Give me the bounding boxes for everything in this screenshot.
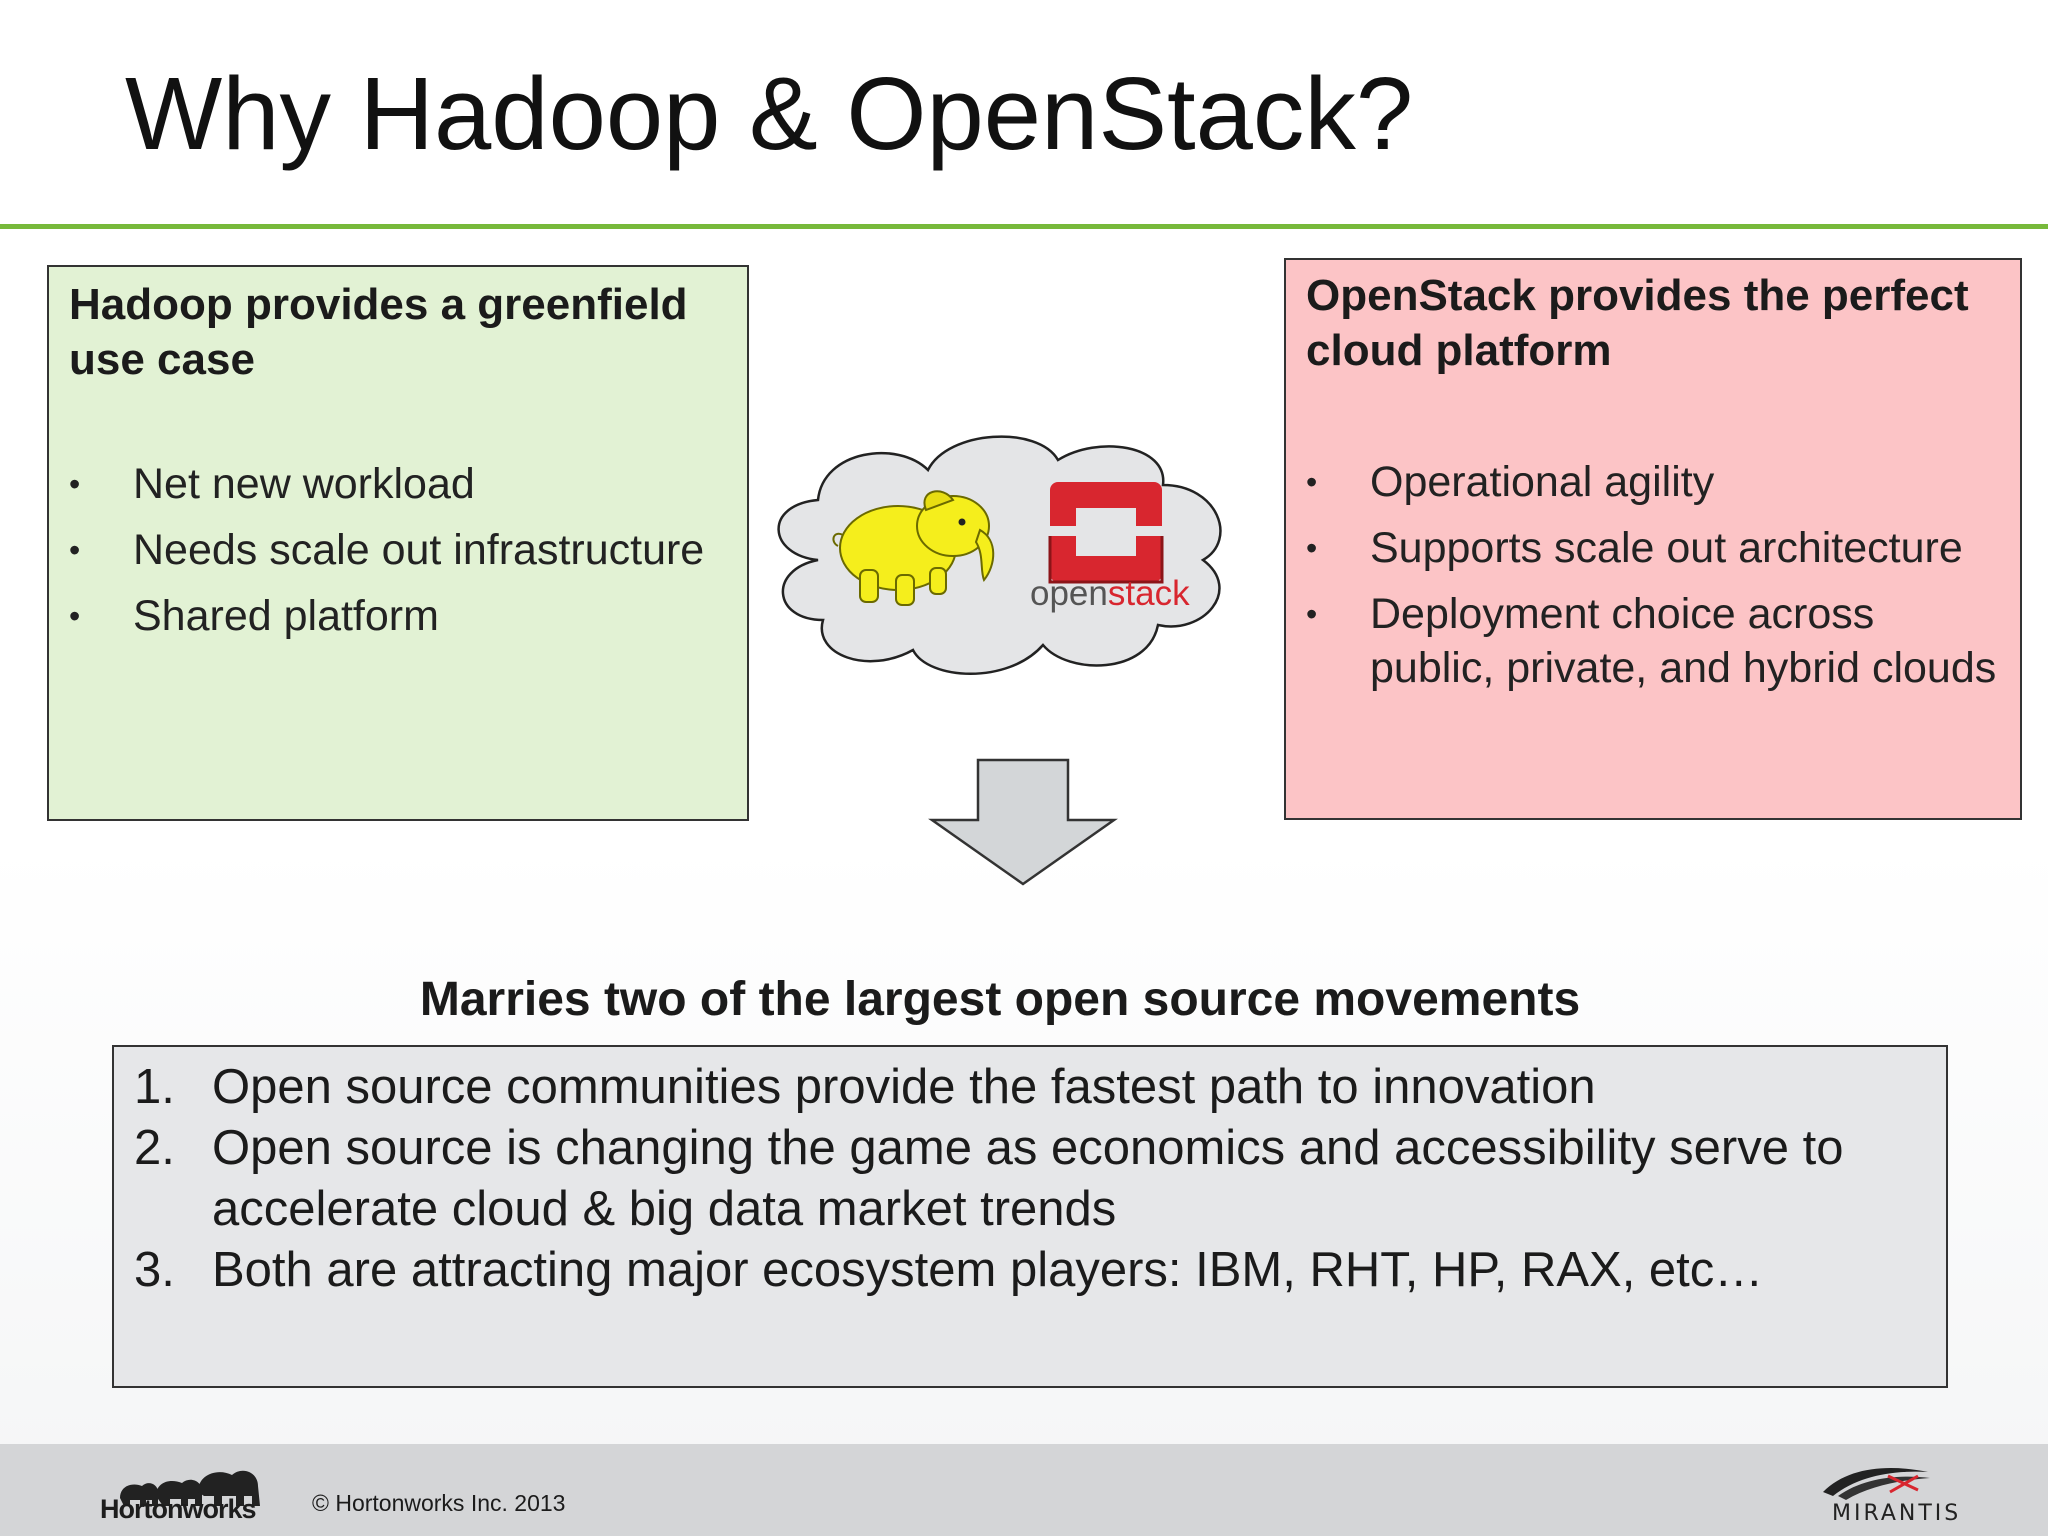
openstack-bullet-list: • Operational agility • Supports scale out… xyxy=(1306,455,2006,707)
slide-title: Why Hadoop & OpenStack? xyxy=(125,56,1414,171)
down-arrow-icon xyxy=(928,758,1118,886)
bullet-icon: • xyxy=(69,532,81,568)
bullet-icon: • xyxy=(1306,596,1318,632)
summary-list: 1. Open source communities provide the fa… xyxy=(134,1057,1924,1301)
list-item: • Deployment choice across public, privat… xyxy=(1306,587,2006,695)
list-item-text: Open source is changing the game as econ… xyxy=(212,1121,1844,1236)
list-item: • Needs scale out infrastructure xyxy=(69,523,729,577)
hortonworks-wordmark: Hortonworks xyxy=(100,1494,257,1524)
list-item-text: Shared platform xyxy=(133,592,439,640)
list-item: 3. Both are attracting major ecosystem pl… xyxy=(134,1240,1924,1301)
list-item: • Operational agility xyxy=(1306,455,2006,509)
list-item-text: Open source communities provide the fast… xyxy=(212,1060,1596,1114)
list-item-text: Operational agility xyxy=(1370,458,1715,506)
list-item: 1. Open source communities provide the fa… xyxy=(134,1057,1924,1118)
bullet-icon: • xyxy=(1306,530,1318,566)
openstack-box-heading: OpenStack provides the perfect cloud pla… xyxy=(1306,271,1969,375)
mirantis-wordmark: MIRANTIS xyxy=(1832,1501,1962,1526)
copyright-text: © Hortonworks Inc. 2013 xyxy=(312,1490,566,1516)
list-item-text: Net new workload xyxy=(133,460,475,508)
list-item: • Shared platform xyxy=(69,589,729,643)
hadoop-bullet-list: • Net new workload • Needs scale out infra… xyxy=(69,457,729,655)
openstack-wordmark: openstack xyxy=(1030,574,1190,613)
list-item: 2. Open source is changing the game as ec… xyxy=(134,1118,1924,1240)
hadoop-box-heading: Hadoop provides a greenfield use case xyxy=(69,280,688,384)
list-number: 2. xyxy=(134,1121,175,1175)
openstack-box: OpenStack provides the perfect cloud pla… xyxy=(1284,258,2022,820)
openstack-logo-icon xyxy=(1048,482,1164,584)
hortonworks-elephants-icon xyxy=(120,1470,260,1506)
list-item: • Net new workload xyxy=(69,457,729,511)
hadoop-box: Hadoop provides a greenfield use case • N… xyxy=(47,265,749,821)
list-number: 3. xyxy=(134,1243,175,1297)
summary-box: 1. Open source communities provide the fa… xyxy=(112,1045,1948,1388)
openstack-wordmark-open: open xyxy=(1030,574,1108,613)
mirantis-swoosh-icon xyxy=(1823,1468,1930,1500)
hadoop-openstack-cloud: openstack xyxy=(748,430,1268,690)
bullet-icon: • xyxy=(1306,464,1318,500)
list-item: • Supports scale out architecture xyxy=(1306,521,2006,575)
slide-footer: Hortonworks © Hortonworks Inc. 2013 MIRA… xyxy=(0,1444,2048,1536)
list-item-text: Both are attracting major ecosystem play… xyxy=(212,1243,1764,1297)
bullet-icon: • xyxy=(69,466,81,502)
openstack-wordmark-stack: stack xyxy=(1108,574,1190,613)
list-number: 1. xyxy=(134,1060,175,1114)
title-divider xyxy=(0,224,2048,229)
list-item-text: Supports scale out architecture xyxy=(1370,524,1963,572)
list-item-text: Deployment choice across public, private… xyxy=(1370,590,1997,692)
bullet-icon: • xyxy=(69,598,81,634)
list-item-text: Needs scale out infrastructure xyxy=(133,526,705,574)
summary-heading: Marries two of the largest open source m… xyxy=(419,973,1581,1026)
hadoop-elephant-icon xyxy=(832,490,995,606)
